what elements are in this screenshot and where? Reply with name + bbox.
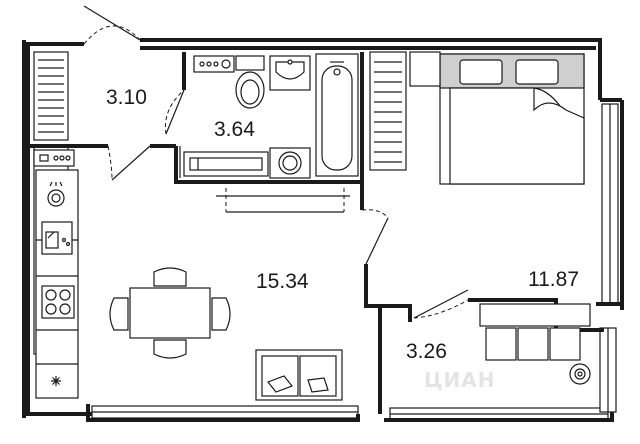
area-label-balcony: 3.26 [406, 340, 447, 363]
window-right-tall [601, 103, 619, 305]
sink-icon [41, 221, 73, 255]
toilet-icon [235, 55, 265, 109]
plant-icon [569, 363, 591, 385]
area-label-bathroom: 3.64 [214, 118, 255, 141]
kitchen-hood-panel [33, 149, 75, 167]
dining-table [109, 267, 231, 359]
window-bottom-left [91, 405, 359, 419]
bedroom-corner-wall [409, 51, 441, 87]
balcony-door [413, 289, 469, 319]
stove-icon [41, 285, 75, 319]
window-right-lower [599, 327, 617, 413]
kitchen-counter [35, 169, 79, 399]
bathroom-counter-panel [193, 55, 235, 73]
area-label-hall: 3.10 [106, 86, 147, 109]
entrance-door [83, 5, 141, 45]
hall-door [107, 145, 151, 181]
snowflake-icon [51, 376, 61, 386]
sofa [255, 349, 343, 401]
balcony-sofa [479, 303, 591, 361]
watermark: ЦИАН [424, 368, 496, 392]
double-bed [439, 53, 585, 185]
kettle-icon [47, 181, 65, 207]
bedroom-door [361, 209, 389, 265]
bathroom-door [164, 89, 185, 135]
window-left-top [33, 51, 69, 141]
window-bedroom-top [369, 51, 407, 171]
washbasin-icon [269, 55, 311, 91]
area-label-kitchen-living: 15.34 [256, 270, 309, 293]
kitchen-opening [216, 188, 350, 213]
bathtub-icon [315, 53, 359, 177]
washing-machine-icon [269, 147, 311, 179]
area-label-bedroom: 11.87 [528, 268, 579, 291]
bathroom-cabinet [183, 151, 269, 177]
walls [22, 38, 624, 422]
